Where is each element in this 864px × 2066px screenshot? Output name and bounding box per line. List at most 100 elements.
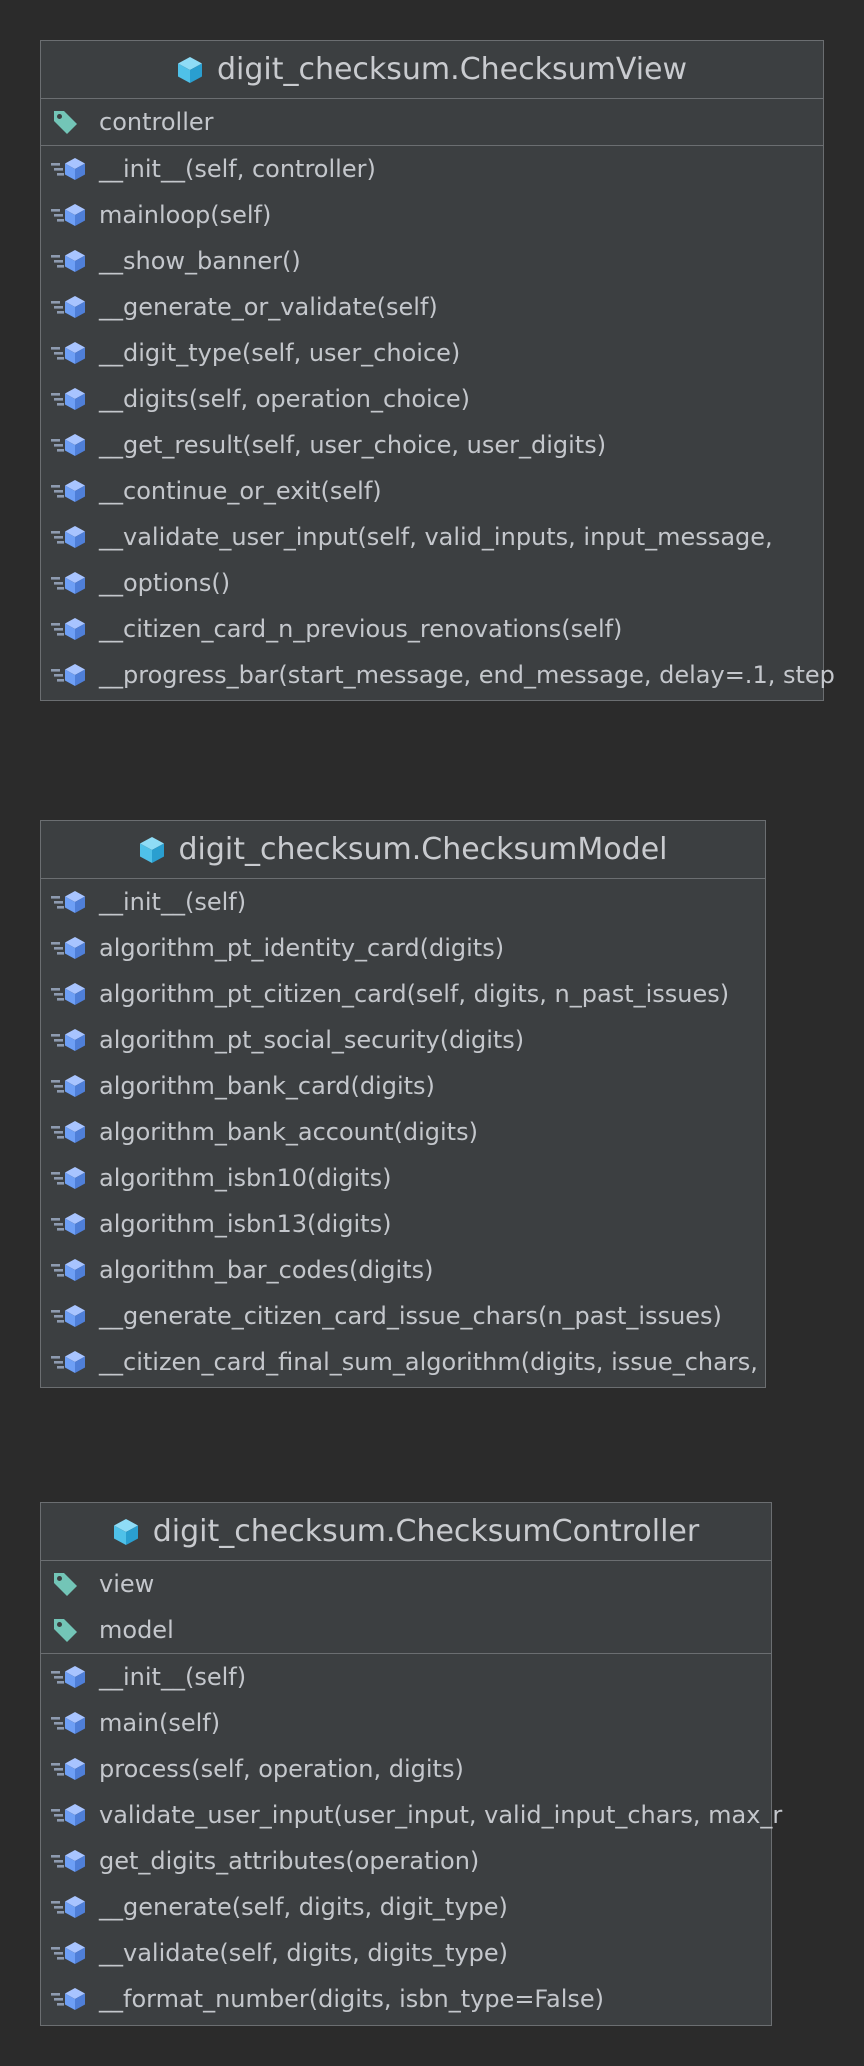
method-icon bbox=[51, 1941, 87, 1965]
field-label: controller bbox=[99, 108, 214, 136]
method-label: algorithm_pt_citizen_card(self, digits, … bbox=[99, 980, 730, 1008]
method-label: __show_banner() bbox=[99, 247, 301, 275]
fields-section: controller bbox=[41, 99, 823, 146]
method-label: __continue_or_exit(self) bbox=[99, 477, 382, 505]
method-row[interactable]: __generate_or_validate(self) bbox=[41, 284, 823, 330]
method-icon bbox=[51, 1212, 87, 1236]
method-label: __citizen_card_final_sum_algorithm(digit… bbox=[99, 1348, 758, 1376]
methods-section: __init__(self) algorithm_pt_identity_car… bbox=[41, 879, 765, 1385]
method-icon bbox=[51, 1350, 87, 1374]
class-cube-icon bbox=[177, 56, 203, 84]
method-label: algorithm_bar_codes(digits) bbox=[99, 1256, 434, 1284]
method-label: algorithm_isbn10(digits) bbox=[99, 1164, 392, 1192]
method-row[interactable]: mainloop(self) bbox=[41, 192, 823, 238]
method-row[interactable]: algorithm_isbn10(digits) bbox=[41, 1155, 765, 1201]
field-label: model bbox=[99, 1616, 174, 1644]
class-title: digit_checksum.ChecksumController bbox=[152, 1514, 700, 1549]
class-title: digit_checksum.ChecksumView bbox=[216, 52, 688, 87]
method-row[interactable]: algorithm_bar_codes(digits) bbox=[41, 1247, 765, 1293]
method-row[interactable]: __digit_type(self, user_choice) bbox=[41, 330, 823, 376]
method-row[interactable]: algorithm_bank_account(digits) bbox=[41, 1109, 765, 1155]
method-label: mainloop(self) bbox=[99, 201, 272, 229]
field-label: view bbox=[99, 1570, 155, 1598]
method-icon bbox=[51, 203, 87, 227]
method-icon bbox=[51, 433, 87, 457]
class-header: digit_checksum.ChecksumController bbox=[41, 1503, 771, 1561]
method-icon bbox=[51, 1665, 87, 1689]
method-row[interactable]: algorithm_isbn13(digits) bbox=[41, 1201, 765, 1247]
method-row[interactable]: __digits(self, operation_choice) bbox=[41, 376, 823, 422]
class-header: digit_checksum.ChecksumView bbox=[41, 41, 823, 99]
method-row[interactable]: process(self, operation, digits) bbox=[41, 1746, 771, 1792]
method-icon bbox=[51, 1304, 87, 1328]
method-row[interactable]: __citizen_card_final_sum_algorithm(digit… bbox=[41, 1339, 765, 1385]
fields-section: view model bbox=[41, 1561, 771, 1654]
class-cube-icon bbox=[139, 836, 165, 864]
method-icon bbox=[51, 341, 87, 365]
method-label: __init__(self) bbox=[99, 1663, 247, 1691]
method-row[interactable]: main(self) bbox=[41, 1700, 771, 1746]
method-row[interactable]: __init__(self, controller) bbox=[41, 146, 823, 192]
method-label: algorithm_isbn13(digits) bbox=[99, 1210, 392, 1238]
method-icon bbox=[51, 1757, 87, 1781]
method-row[interactable]: __continue_or_exit(self) bbox=[41, 468, 823, 514]
method-row[interactable]: __get_result(self, user_choice, user_dig… bbox=[41, 422, 823, 468]
method-label: __format_number(digits, isbn_type=False) bbox=[99, 1985, 605, 2013]
method-icon bbox=[51, 936, 87, 960]
method-label: validate_user_input(user_input, valid_in… bbox=[99, 1801, 783, 1829]
method-label: algorithm_bank_account(digits) bbox=[99, 1118, 478, 1146]
method-row[interactable]: get_digits_attributes(operation) bbox=[41, 1838, 771, 1884]
class-box-checksum-controller[interactable]: digit_checksum.ChecksumController view m… bbox=[40, 1502, 782, 2026]
method-row[interactable]: __options() bbox=[41, 560, 823, 606]
field-tag-icon bbox=[51, 1570, 87, 1598]
method-row[interactable]: validate_user_input(user_input, valid_in… bbox=[41, 1792, 782, 1838]
method-row[interactable]: algorithm_pt_social_security(digits) bbox=[41, 1017, 765, 1063]
method-row[interactable]: __validate(self, digits, digits_type) bbox=[41, 1930, 771, 1976]
method-row[interactable]: algorithm_bank_card(digits) bbox=[41, 1063, 765, 1109]
class-box-checksum-model[interactable]: digit_checksum.ChecksumModel __init__(se… bbox=[40, 820, 766, 1388]
class-title: digit_checksum.ChecksumModel bbox=[178, 832, 668, 867]
method-label: __init__(self, controller) bbox=[99, 155, 376, 183]
method-row[interactable]: __init__(self) bbox=[41, 1654, 771, 1700]
field-tag-icon bbox=[51, 108, 87, 136]
method-row[interactable]: __init__(self) bbox=[41, 879, 765, 925]
method-icon bbox=[51, 157, 87, 181]
method-icon bbox=[51, 1803, 87, 1827]
method-label: __validate(self, digits, digits_type) bbox=[99, 1939, 509, 1967]
method-row[interactable]: __format_number(digits, isbn_type=False) bbox=[41, 1976, 771, 2022]
methods-section: __init__(self) main(self) process(self, … bbox=[41, 1654, 782, 2022]
method-row[interactable]: __citizen_card_n_previous_renovations(se… bbox=[41, 606, 823, 652]
method-row[interactable]: __validate_user_input(self, valid_inputs… bbox=[41, 514, 823, 560]
method-row[interactable]: __generate_citizen_card_issue_chars(n_pa… bbox=[41, 1293, 765, 1339]
method-label: __generate_citizen_card_issue_chars(n_pa… bbox=[99, 1302, 722, 1330]
field-row[interactable]: controller bbox=[41, 99, 823, 145]
method-icon bbox=[51, 890, 87, 914]
method-icon bbox=[51, 1987, 87, 2011]
method-icon bbox=[51, 1028, 87, 1052]
method-label: __generate_or_validate(self) bbox=[99, 293, 438, 321]
method-icon bbox=[51, 1074, 87, 1098]
method-icon bbox=[51, 663, 87, 687]
field-row[interactable]: model bbox=[41, 1607, 771, 1653]
method-icon bbox=[51, 617, 87, 641]
method-row[interactable]: __show_banner() bbox=[41, 238, 823, 284]
method-row[interactable]: algorithm_pt_citizen_card(self, digits, … bbox=[41, 971, 765, 1017]
method-label: __progress_bar(start_message, end_messag… bbox=[99, 661, 835, 689]
method-row[interactable]: algorithm_pt_identity_card(digits) bbox=[41, 925, 765, 971]
method-label: __generate(self, digits, digit_type) bbox=[99, 1893, 508, 1921]
method-label: main(self) bbox=[99, 1709, 221, 1737]
method-row[interactable]: __progress_bar(start_message, end_messag… bbox=[41, 652, 835, 698]
method-icon bbox=[51, 1711, 87, 1735]
method-icon bbox=[51, 1120, 87, 1144]
method-icon bbox=[51, 249, 87, 273]
method-label: process(self, operation, digits) bbox=[99, 1755, 464, 1783]
method-label: __citizen_card_n_previous_renovations(se… bbox=[99, 615, 623, 643]
method-icon bbox=[51, 1849, 87, 1873]
method-label: __digits(self, operation_choice) bbox=[99, 385, 471, 413]
method-icon bbox=[51, 1895, 87, 1919]
method-row[interactable]: __generate(self, digits, digit_type) bbox=[41, 1884, 771, 1930]
method-label: algorithm_bank_card(digits) bbox=[99, 1072, 435, 1100]
field-row[interactable]: view bbox=[41, 1561, 771, 1607]
class-box-checksum-view[interactable]: digit_checksum.ChecksumView controller _… bbox=[40, 40, 835, 701]
method-icon bbox=[51, 982, 87, 1006]
